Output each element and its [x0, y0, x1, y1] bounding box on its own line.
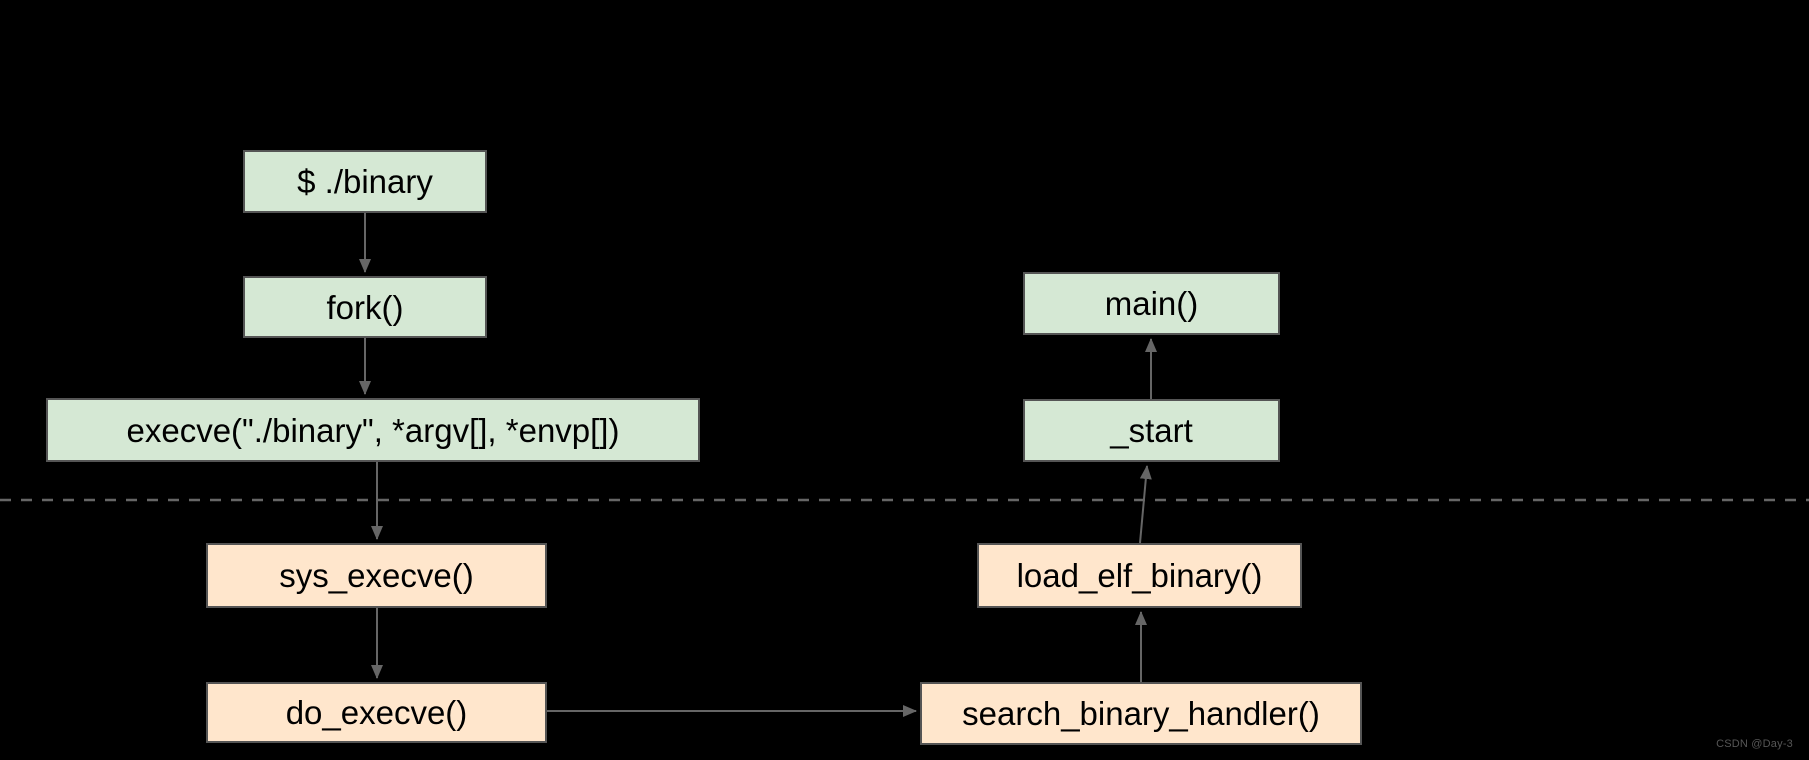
node-execve-label: execve("./binary", *argv[], *envp[]): [126, 411, 620, 449]
node-search-binary-handler: search_binary_handler(): [920, 682, 1362, 745]
node-sys-execve-label: sys_execve(): [279, 557, 474, 594]
watermark: CSDN @Day-3: [1716, 738, 1793, 750]
node-load-elf-binary: load_elf_binary(): [977, 543, 1302, 608]
node-start: _start: [1023, 399, 1280, 462]
node-fork-label: fork(): [326, 288, 404, 326]
node-do-execve-label: do_execve(): [285, 694, 468, 731]
node-shell-command-label: $ ./binary: [297, 163, 433, 200]
node-search-binary-handler-label: search_binary_handler(): [962, 695, 1320, 732]
node-do-execve: do_execve(): [206, 682, 547, 743]
node-shell-command: $ ./binary: [243, 150, 487, 213]
node-load-elf-binary-label: load_elf_binary(): [1016, 557, 1263, 594]
node-main: main(): [1023, 272, 1280, 335]
node-start-label: _start: [1110, 412, 1193, 449]
node-execve: execve("./binary", *argv[], *envp[]): [46, 398, 700, 462]
arrow-load-elf-binary-to-start: [1139, 465, 1152, 544]
node-main-label: main(): [1104, 285, 1199, 322]
node-sys-execve: sys_execve(): [206, 543, 547, 608]
node-fork: fork(): [243, 276, 487, 338]
